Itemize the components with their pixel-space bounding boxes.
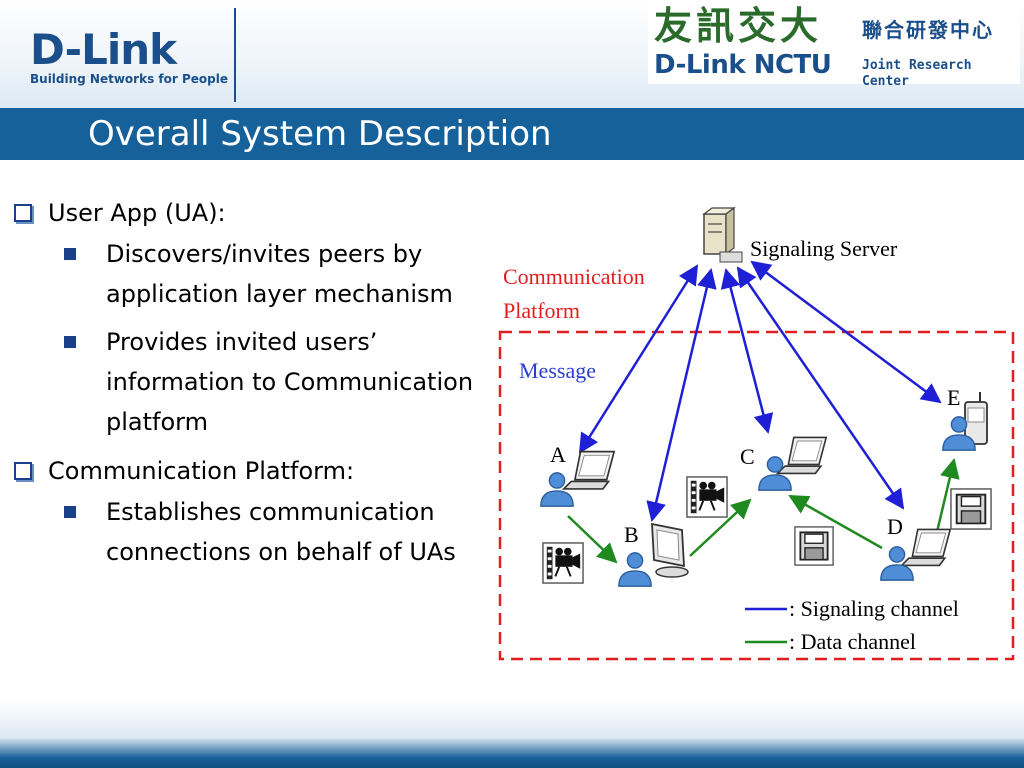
bullet-item: Communication Platform:	[10, 450, 490, 492]
bullet-text: Communication Platform:	[48, 457, 355, 485]
save-disk-icon	[950, 488, 992, 530]
bullet-text: User App (UA):	[48, 199, 226, 227]
bullet-item: User App (UA):	[10, 192, 490, 234]
laptop-icon	[562, 450, 615, 490]
mobile-phone-icon	[964, 392, 988, 445]
title-bar	[0, 108, 1024, 160]
legend: : Signaling channel : Data channel	[745, 596, 959, 654]
save-disk-icon	[794, 526, 834, 566]
signaling-channel-c	[720, 268, 774, 434]
checkbox-bullet-icon	[14, 204, 32, 222]
node-label: C	[740, 444, 755, 469]
node-d: D	[880, 514, 952, 581]
node-label: B	[624, 522, 639, 547]
square-bullet-icon	[64, 506, 76, 518]
node-a: A	[540, 442, 615, 507]
sub-bullet-text: Provides invited users’ information to C…	[106, 328, 474, 436]
sub-bullet-text: Discovers/invites peers by application l…	[106, 240, 453, 308]
node-label: A	[550, 442, 566, 467]
data-channel-d-c	[788, 494, 883, 550]
joint-center-chinese-main: 友訊交大	[654, 4, 823, 48]
desktop-icon	[651, 522, 689, 578]
laptop-icon	[776, 436, 828, 475]
platform-label-line1: Communication	[503, 264, 645, 289]
signaling-channel-e	[750, 260, 942, 404]
node-e: E	[942, 385, 988, 451]
signaling-server-icon	[702, 206, 743, 263]
signaling-channel-a	[578, 264, 699, 454]
user-icon	[618, 552, 652, 587]
checkbox-bullet-icon	[14, 462, 32, 480]
legend-data-label: : Data channel	[789, 629, 916, 654]
dlink-logo-brand: D-Link	[30, 25, 177, 74]
dlink-logo: D-Link Building Networks for People	[30, 28, 230, 88]
laptop-icon	[900, 528, 952, 567]
square-bullet-icon	[64, 336, 76, 348]
joint-center-chinese-sub: 聯合研發中心	[862, 18, 994, 42]
data-channel-a-b	[567, 515, 618, 564]
node-label: E	[947, 385, 960, 410]
joint-center-subtitle: Joint Research Center	[862, 58, 972, 89]
joint-center-logo: 友訊交大 聯合研發中心 D-Link NCTU Joint Research C…	[648, 4, 1020, 89]
signaling-channel-b	[646, 268, 717, 522]
sub-bullet-item: Discovers/invites peers by application l…	[10, 234, 490, 314]
node-c: C	[740, 436, 828, 491]
node-b: B	[618, 522, 689, 587]
signaling-server-label: Signaling Server	[750, 236, 898, 261]
sub-bullet-item: Provides invited users’ information to C…	[10, 322, 490, 442]
data-channel-b-c	[689, 498, 752, 557]
video-file-icon	[542, 542, 584, 584]
data-channel-d-e	[935, 458, 960, 533]
dlink-logo-tagline: Building Networks for People	[30, 72, 228, 86]
sub-bullet-text: Establishes communication connections on…	[106, 498, 456, 566]
message-label: Message	[519, 358, 596, 383]
node-label: D	[887, 514, 903, 539]
square-bullet-icon	[64, 248, 76, 260]
signaling-channel-d	[736, 266, 905, 510]
video-file-icon	[686, 476, 728, 518]
slide-title: Overall System Description	[88, 114, 552, 154]
header-divider	[234, 8, 236, 102]
legend-signaling-label: : Signaling channel	[789, 596, 959, 621]
platform-label-line2: Platform	[503, 298, 580, 323]
bullet-list: User App (UA): Discovers/invites peers b…	[10, 192, 490, 580]
sub-bullet-item: Establishes communication connections on…	[10, 492, 490, 572]
joint-center-brand: D-Link NCTU	[654, 50, 832, 80]
footer-band	[0, 700, 1024, 768]
